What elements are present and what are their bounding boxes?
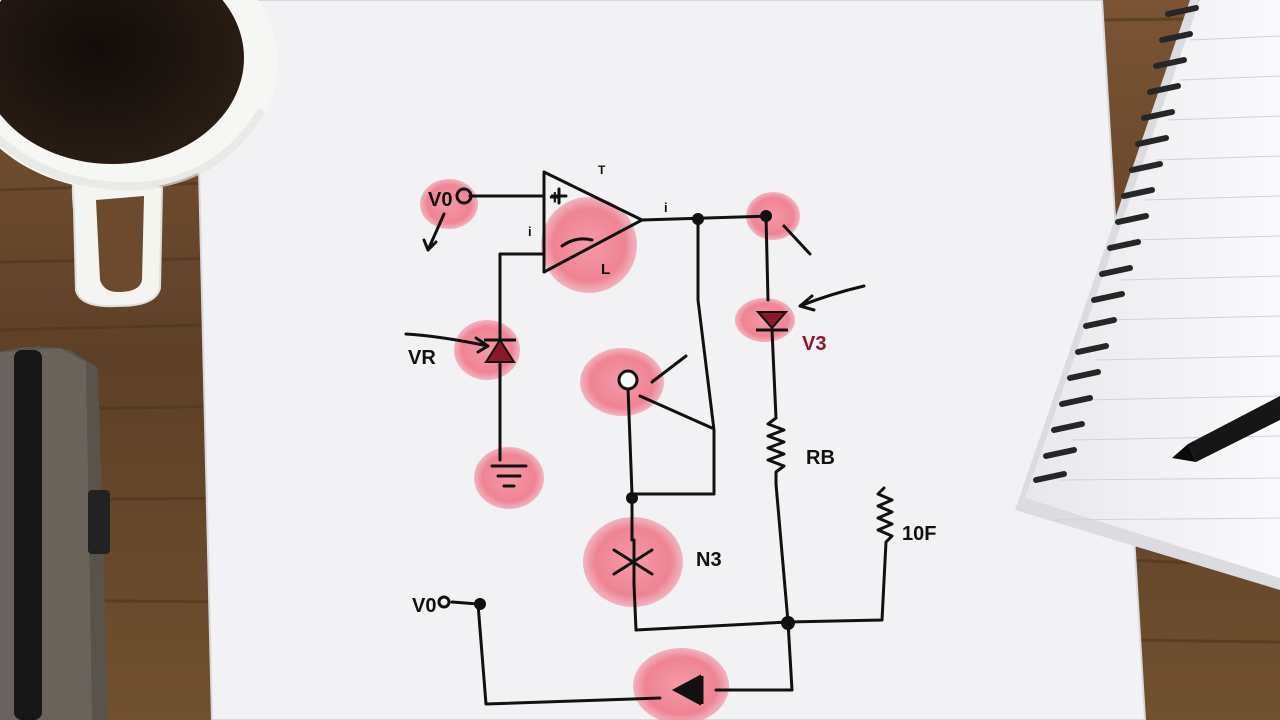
opamp-left-mark: i	[528, 224, 532, 239]
label-diode-right: V3	[802, 333, 826, 355]
wallet	[0, 346, 110, 720]
label-diode-left: VR	[408, 347, 436, 369]
paper-sheet	[193, 0, 1147, 720]
coffee-mug	[0, 0, 278, 308]
diode-right	[755, 311, 789, 330]
resistor-10f	[786, 486, 894, 624]
pen	[1172, 396, 1280, 462]
components-red	[484, 311, 789, 706]
opamp-minus-label: L	[601, 261, 610, 278]
highlight-blobs	[420, 179, 800, 720]
label-resistor-right: 10F	[902, 523, 936, 545]
ground-symbol	[490, 464, 528, 488]
diode-bottom	[671, 674, 701, 706]
diode-left	[484, 338, 516, 363]
label-input-top: V0	[428, 189, 452, 211]
circuit-drawing	[404, 170, 894, 706]
label-resistor-mid: RB	[806, 447, 835, 469]
spiral-notebook	[1015, 0, 1280, 590]
opamp-plus-label: +	[549, 187, 561, 209]
notebook-spiral	[1033, 5, 1199, 483]
label-input-bottom: V0	[412, 595, 436, 617]
circuit-nodes	[437, 187, 795, 630]
opamp-symbol	[542, 170, 644, 274]
opamp-right-mark: i	[664, 200, 668, 215]
opamp-top-mark: T	[598, 163, 606, 177]
circuit-labels: T + L i i V0 VR V3 RB 10F N3 V0	[408, 163, 936, 617]
resistor-rb	[766, 416, 786, 486]
label-transistor: N3	[696, 549, 722, 571]
